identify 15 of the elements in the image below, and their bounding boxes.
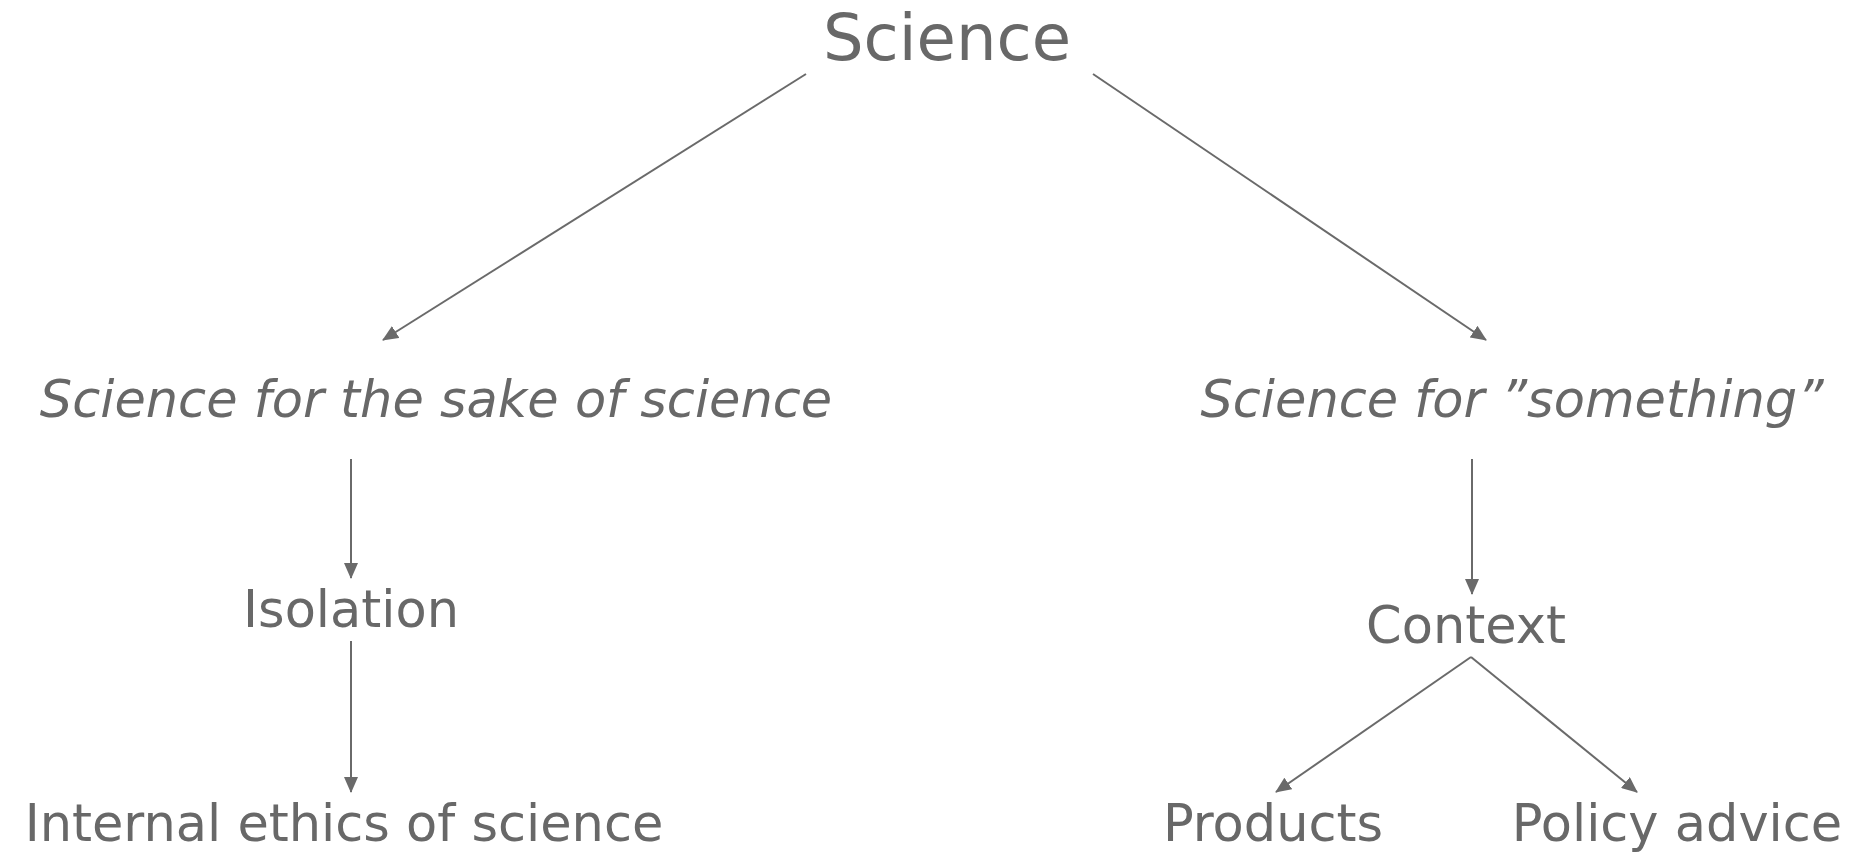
node-label: Internal ethics of science [24,792,664,855]
node-label: Context [1366,594,1566,657]
node-label: Isolation [243,578,459,641]
node-label: Science for the sake of science [39,340,833,459]
node-label: Products [1162,792,1384,855]
arrow [344,458,358,579]
node-label: Science for ”something” [1200,340,1824,459]
arrow [382,73,807,341]
arrow [1465,458,1479,595]
node-label: Policy advice [1511,792,1843,855]
arrow [1092,73,1487,341]
node-label: Science [822,2,1072,74]
arrow [344,640,358,793]
arrow [1275,656,1472,793]
arrow [1470,656,1638,793]
